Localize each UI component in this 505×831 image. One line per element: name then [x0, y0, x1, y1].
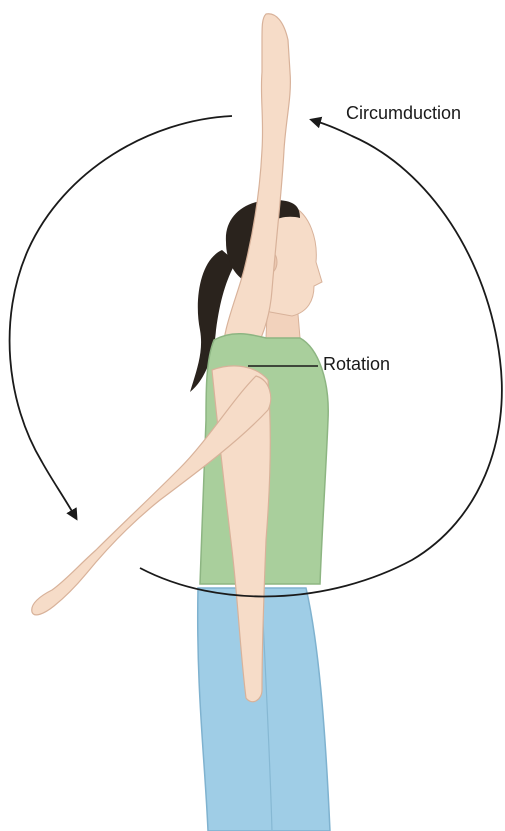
pants — [198, 588, 330, 831]
circumduction-label: Circumduction — [346, 103, 461, 124]
rotation-label: Rotation — [323, 354, 390, 375]
